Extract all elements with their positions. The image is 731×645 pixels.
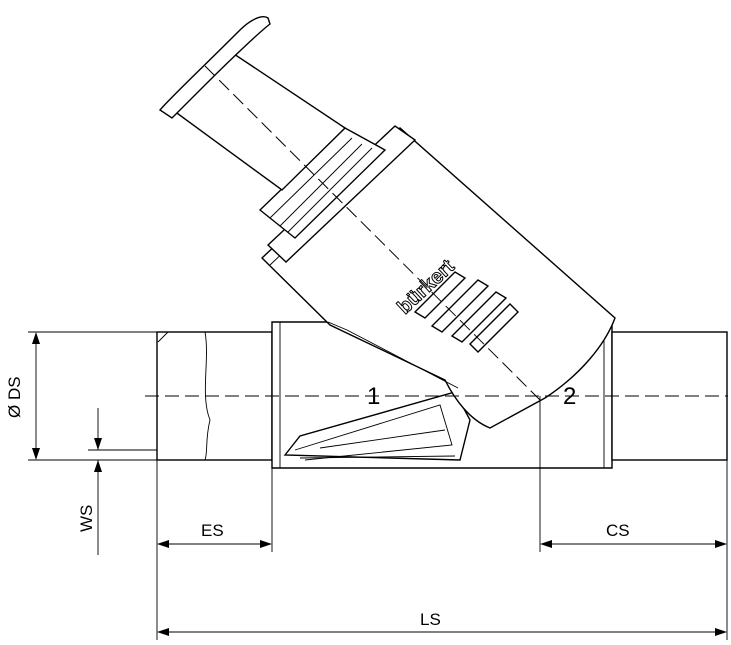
dim-label-cs: CS [606, 521, 630, 540]
dim-label-ls: LS [420, 610, 441, 629]
port-label-outlet: 2 [563, 383, 576, 410]
dimension-lines [28, 331, 728, 640]
center-lines [145, 65, 728, 401]
dim-label-ds: Ø DS [5, 376, 24, 418]
port-label-inlet: 1 [367, 383, 380, 410]
dim-label-ws: WS [77, 505, 96, 532]
dim-label-es: ES [201, 521, 224, 540]
